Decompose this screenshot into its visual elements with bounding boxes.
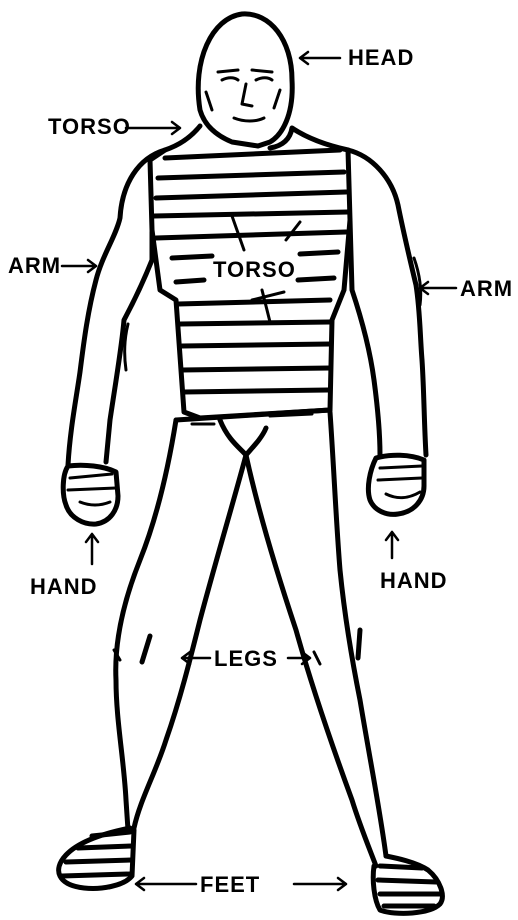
- label-legs: LEGS: [214, 646, 278, 671]
- left-foot-drawing: [59, 828, 134, 889]
- head-drawing: [198, 14, 292, 146]
- label-torso-neck: TORSO: [48, 114, 131, 139]
- label-torso-chest: TORSO: [213, 257, 296, 282]
- label-hand-left: HAND: [30, 574, 98, 599]
- label-arm-left: ARM: [8, 253, 61, 278]
- right-hand-drawing: [368, 455, 424, 514]
- left-hand-drawing: [63, 465, 118, 524]
- label-arm-right: ARM: [460, 276, 513, 301]
- right-arm-drawing: [348, 150, 426, 455]
- legs-drawing: [114, 412, 386, 866]
- right-foot-drawing: [373, 856, 442, 913]
- label-hand-right: HAND: [380, 568, 448, 593]
- shorts-drawing: [176, 410, 330, 455]
- label-feet: FEET: [200, 872, 260, 897]
- label-head: HEAD: [348, 45, 414, 70]
